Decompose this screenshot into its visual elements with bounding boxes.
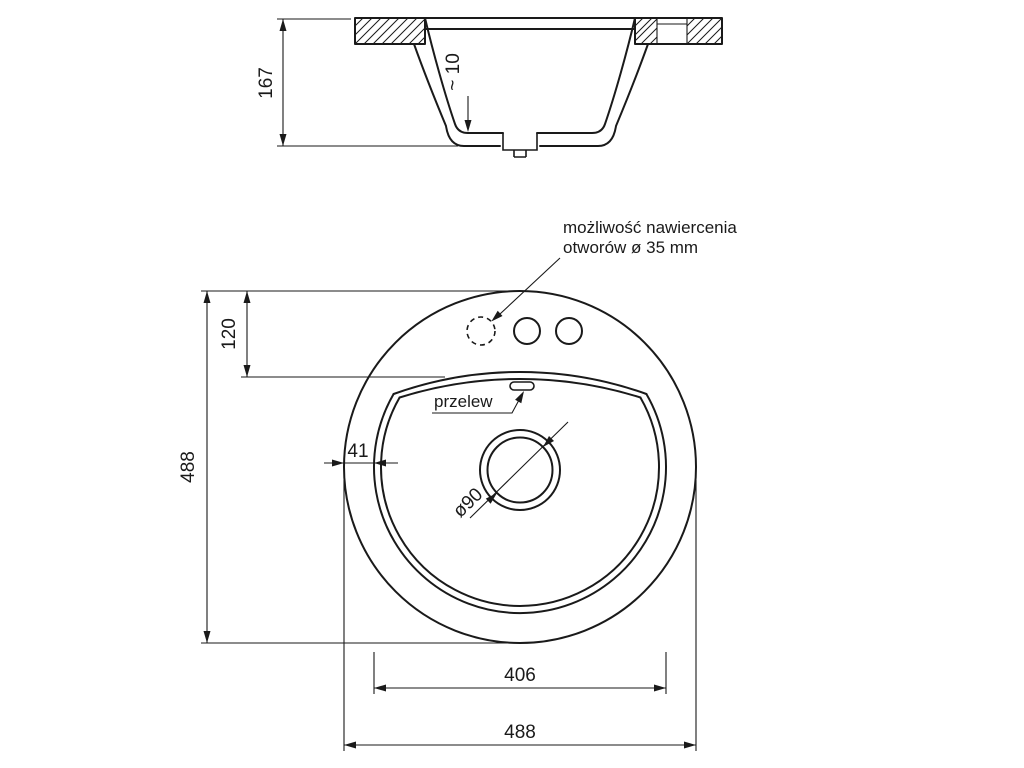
optional-tap-hole-dashed-circle [466, 316, 496, 346]
dim-lines-top-view [201, 257, 697, 751]
ledge-edge-arcs [392, 371, 648, 399]
arrowhead-488-bottom-right [684, 741, 696, 749]
bowl-edge-circles [373, 393, 667, 614]
arrowhead-120-top [243, 291, 251, 303]
section-outline [354, 17, 723, 147]
section-view: 167 ~ 10 [256, 17, 723, 158]
arrowhead-thickness [464, 120, 472, 132]
dim-depth-label: 167 [256, 67, 277, 99]
arrowhead-note-leader [491, 310, 503, 322]
top-view: możliwość nawiercenia otworów ø 35 mm pr… [178, 218, 737, 751]
tap-hole-circle-2 [555, 317, 583, 345]
tap-hole-circle-1 [513, 317, 541, 345]
overflow-label: przelew [434, 392, 493, 411]
dim-41-label: 41 [347, 441, 368, 462]
drain-outer-circle [479, 429, 561, 511]
arrowhead-41-left [332, 459, 344, 467]
hatch-right-rim-inner [634, 17, 658, 45]
drill-note-line2: otworów ø 35 mm [563, 238, 698, 257]
arrowhead-41-right [374, 459, 386, 467]
arrowhead-488-left-top [203, 291, 211, 303]
sink-outer-circle [343, 290, 697, 644]
dim-120-label: 120 [219, 318, 240, 350]
dim-thickness-label: ~ 10 [443, 53, 464, 91]
drain-inner-circle [486, 436, 554, 504]
arrowhead-depth-bottom [279, 134, 287, 146]
drill-note-line1: możliwość nawiercenia [563, 218, 737, 237]
arrowhead-drain-lower [485, 493, 497, 504]
predrilled-hole-section [656, 18, 688, 44]
arrowhead-406-left [374, 684, 386, 692]
dim-406-label: 406 [504, 665, 536, 686]
overflow-slot [509, 381, 535, 391]
arrowhead-overflow-leader [515, 391, 524, 404]
dim-488-bottom-label: 488 [504, 722, 536, 743]
arrowhead-488-bottom-left [344, 741, 356, 749]
dim-drain-diameter-label: ø90 [449, 484, 487, 522]
drain-recess-section [502, 133, 538, 158]
arrowhead-depth-top [279, 19, 287, 31]
arrowhead-120-bottom [243, 365, 251, 377]
arrowhead-406-right [654, 684, 666, 692]
arrowhead-488-left-bottom [203, 631, 211, 643]
arrowhead-drain-upper [543, 436, 554, 447]
hatch-right-rim-outer [686, 17, 723, 45]
dim-depth-lines [277, 18, 458, 147]
hatch-left-rim [354, 17, 426, 45]
dim-488-left-label: 488 [178, 451, 199, 483]
